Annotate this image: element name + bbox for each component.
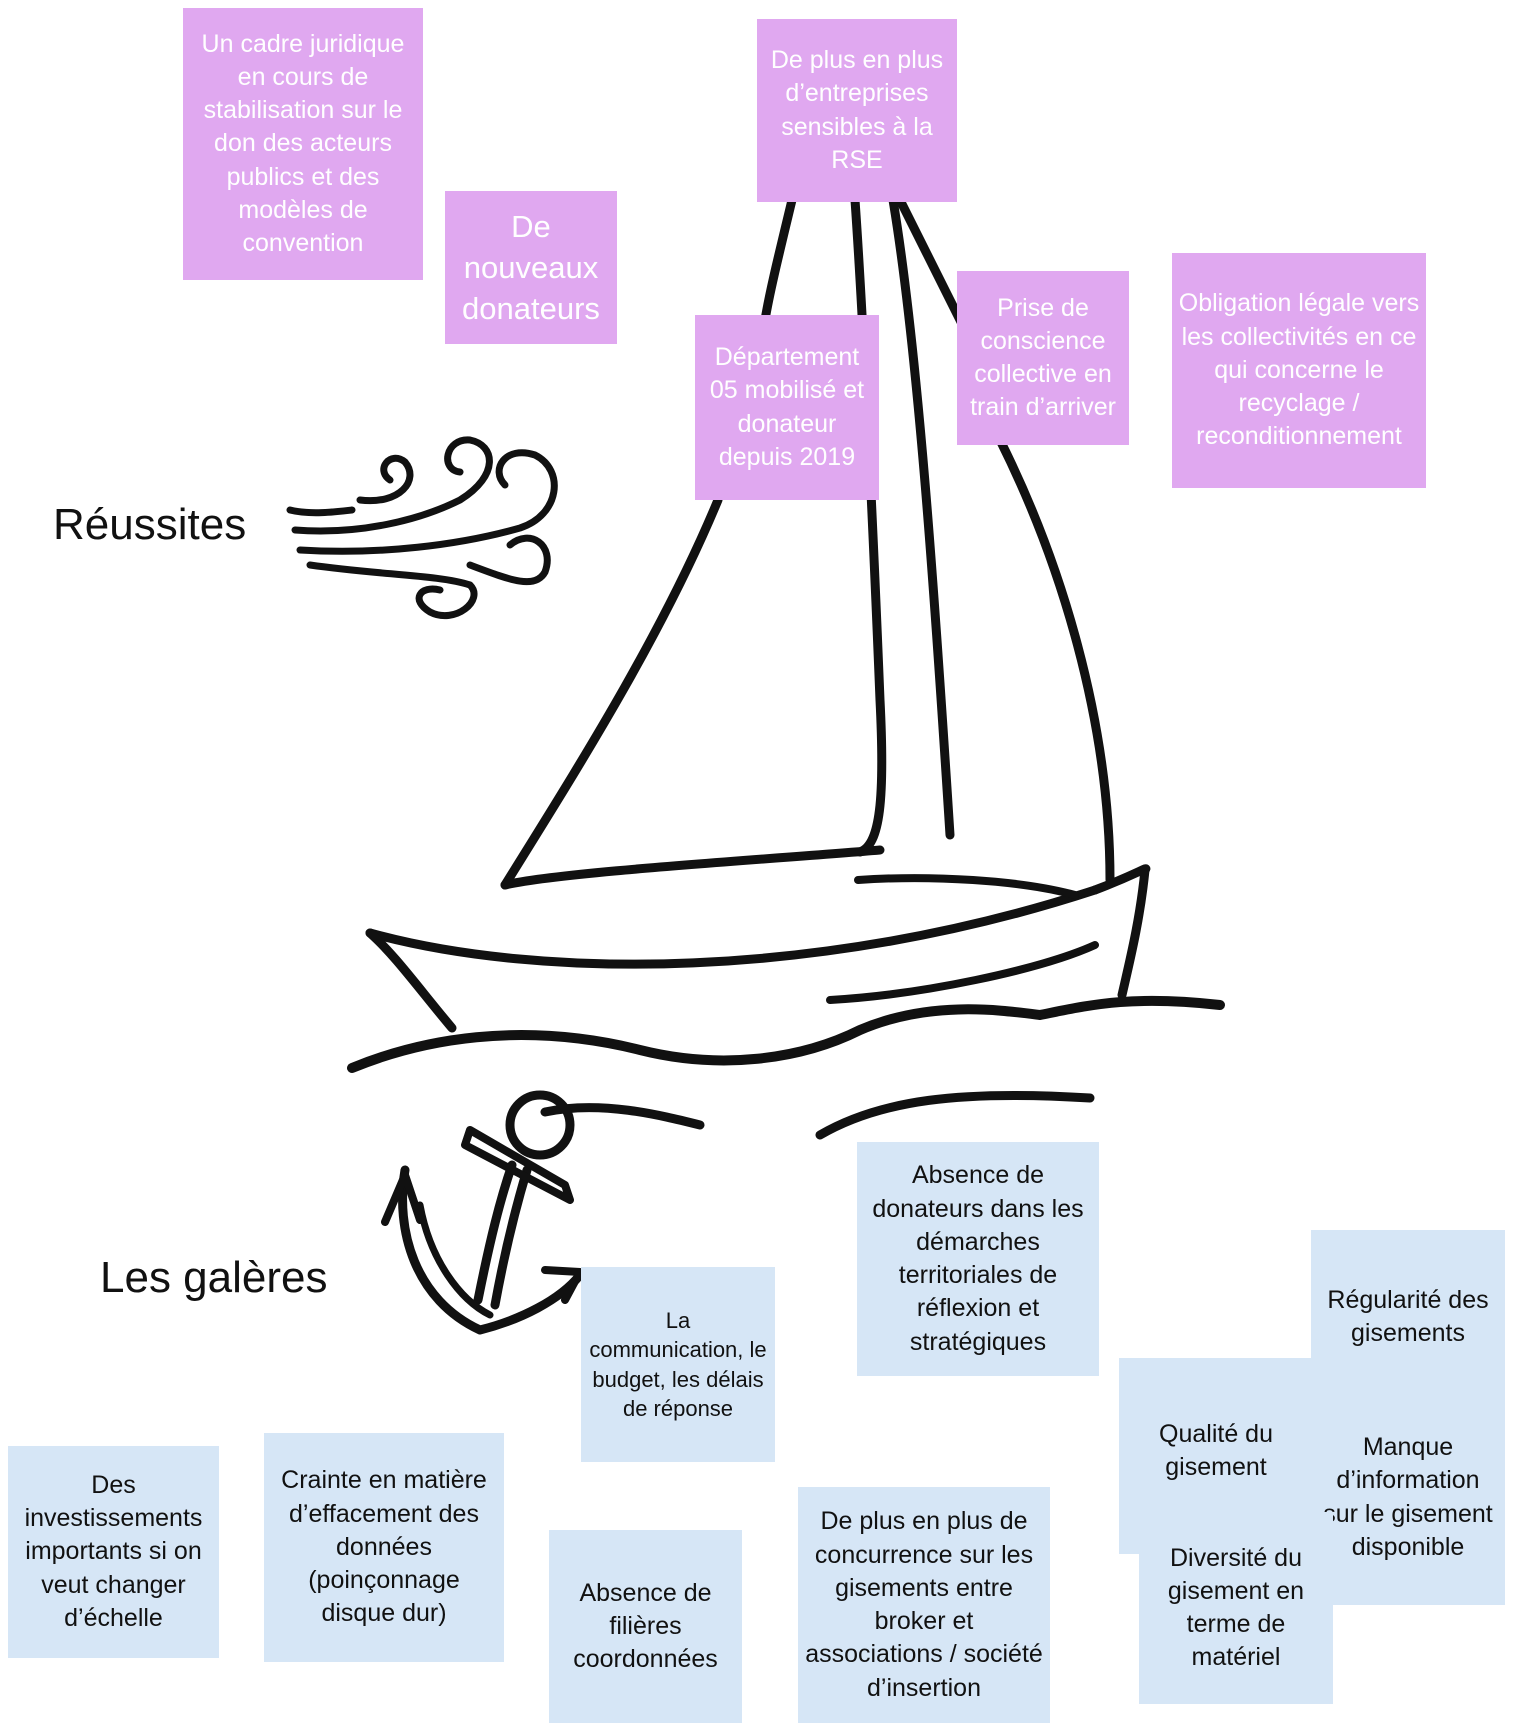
struggle-note-data-erasure: Crainte en matière d’effacement des donn… xyxy=(264,1433,504,1662)
struggle-note-channels: Absence de filières coordonnées xyxy=(549,1530,742,1723)
struggles-heading: Les galères xyxy=(100,1253,328,1302)
success-note-csr-companies: De plus en plus d’entreprises sensibles … xyxy=(757,19,957,202)
struggle-note-regularity: Régularité des gisements xyxy=(1311,1230,1505,1390)
struggle-note-diversity: Diversité du gisement en terme de matéri… xyxy=(1139,1512,1333,1704)
struggle-note-competition: De plus en plus de concurrence sur les g… xyxy=(798,1487,1050,1723)
waves-icon xyxy=(347,995,1225,1140)
successes-heading: Réussites xyxy=(53,500,247,549)
success-note-legal-framework: Un cadre juridique en cours de stabilisa… xyxy=(183,8,423,280)
struggle-note-information: Manque d’information sur le gisement dis… xyxy=(1311,1390,1505,1605)
struggle-note-investments: Des investissements importants si on veu… xyxy=(8,1446,219,1658)
anchor-icon xyxy=(381,1090,585,1335)
sailboat-icon xyxy=(365,195,1151,1033)
success-note-new-donors: De nouveaux donateurs xyxy=(445,191,617,344)
struggle-note-communication: La communication, le budget, les délais … xyxy=(581,1267,775,1462)
wind-icon xyxy=(286,436,558,620)
success-note-collective-awareness: Prise de conscience collective en train … xyxy=(957,271,1129,445)
success-note-department-05: Département 05 mobilisé et donateur depu… xyxy=(695,315,879,500)
success-note-legal-obligation: Obligation légale vers les collectivités… xyxy=(1172,253,1426,488)
struggle-note-absent-donors: Absence de donateurs dans les démarches … xyxy=(857,1142,1099,1376)
